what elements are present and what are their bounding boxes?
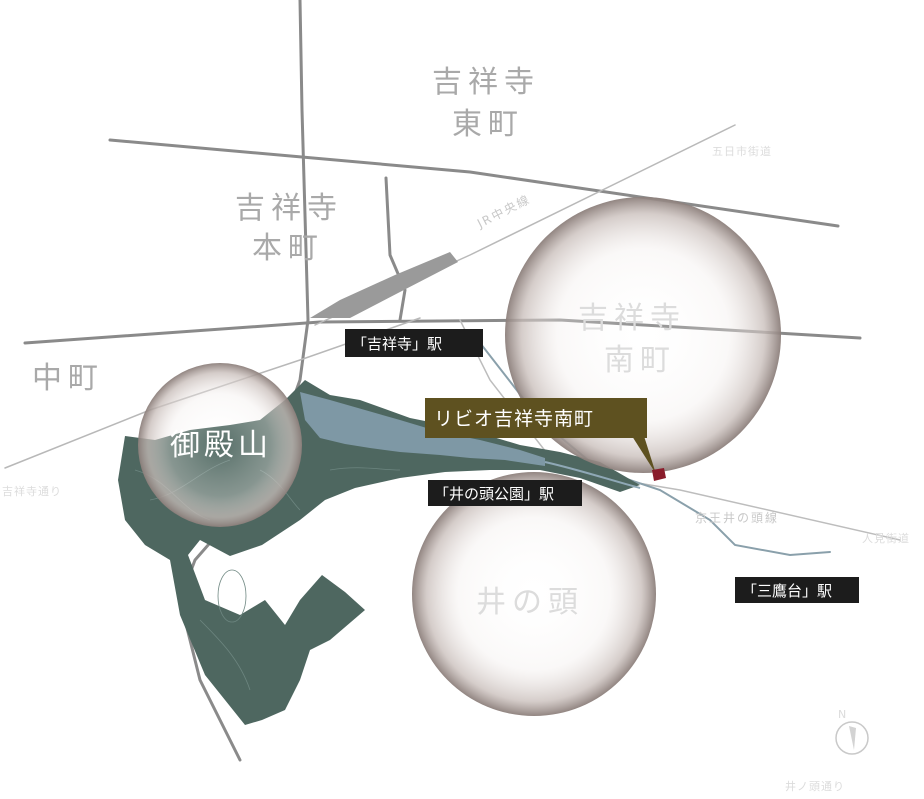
- district-nakacho: 中町: [32, 361, 104, 396]
- district-kichijoji-honcho-2: 本町: [252, 231, 324, 266]
- svg-text:N: N: [838, 708, 847, 721]
- label-road-east-edge: 人見街道: [862, 531, 910, 545]
- label-keio-inokashira: 京王井の頭線: [695, 510, 779, 525]
- station-mitakadai-label: 「三鷹台」駅: [742, 582, 832, 600]
- station-inokashira-koen: 「井の頭公園」駅: [428, 480, 582, 506]
- district-labels: 吉祥寺 東町 吉祥寺 本町 中町: [32, 65, 540, 396]
- station-inokashira-koen-label: 「井の頭公園」駅: [434, 485, 554, 503]
- property-name: リビオ吉祥寺南町: [434, 408, 594, 430]
- property-callout: リビオ吉祥寺南町: [425, 398, 666, 481]
- station-kichijoji-label: 「吉祥寺」駅: [352, 335, 442, 353]
- district-kichijoji-higashicho-1: 吉祥寺: [432, 65, 540, 100]
- rail-kichijoji-yard: [310, 252, 458, 318]
- circle-inokashira: [412, 472, 656, 716]
- label-road-west-edge: 吉祥寺通り: [2, 484, 62, 498]
- station-kichijoji: 「吉祥寺」駅: [345, 329, 483, 357]
- callout-box: [425, 398, 647, 438]
- callout-pointer: [632, 436, 656, 474]
- circle-gotenyama: [138, 363, 302, 527]
- district-gotenyama: 御殿山: [170, 428, 272, 463]
- district-inokashira: 井の頭: [476, 585, 584, 620]
- label-road-itsukaichi: 五日市街道: [712, 144, 772, 158]
- district-kichijoji-higashicho-2: 東町: [452, 107, 524, 142]
- district-kichijoji-minamicho-1: 吉祥寺: [578, 301, 686, 336]
- road-vertical-small: [384, 176, 407, 322]
- property-marker: [652, 468, 666, 481]
- district-kichijoji-minamicho-2: 南町: [604, 343, 676, 378]
- label-jr-chuo: JR中央線: [474, 191, 533, 231]
- park-pond: [300, 392, 545, 466]
- river-kanda: [544, 461, 641, 489]
- north-arrow-icon: N: [835, 708, 869, 755]
- label-road-kichijoji-dori: 井ノ頭通り: [785, 779, 845, 793]
- station-mitakadai: 「三鷹台」駅: [735, 577, 859, 603]
- road-itsukaichi: [108, 138, 840, 228]
- district-kichijoji-honcho-1: 吉祥寺: [235, 191, 343, 226]
